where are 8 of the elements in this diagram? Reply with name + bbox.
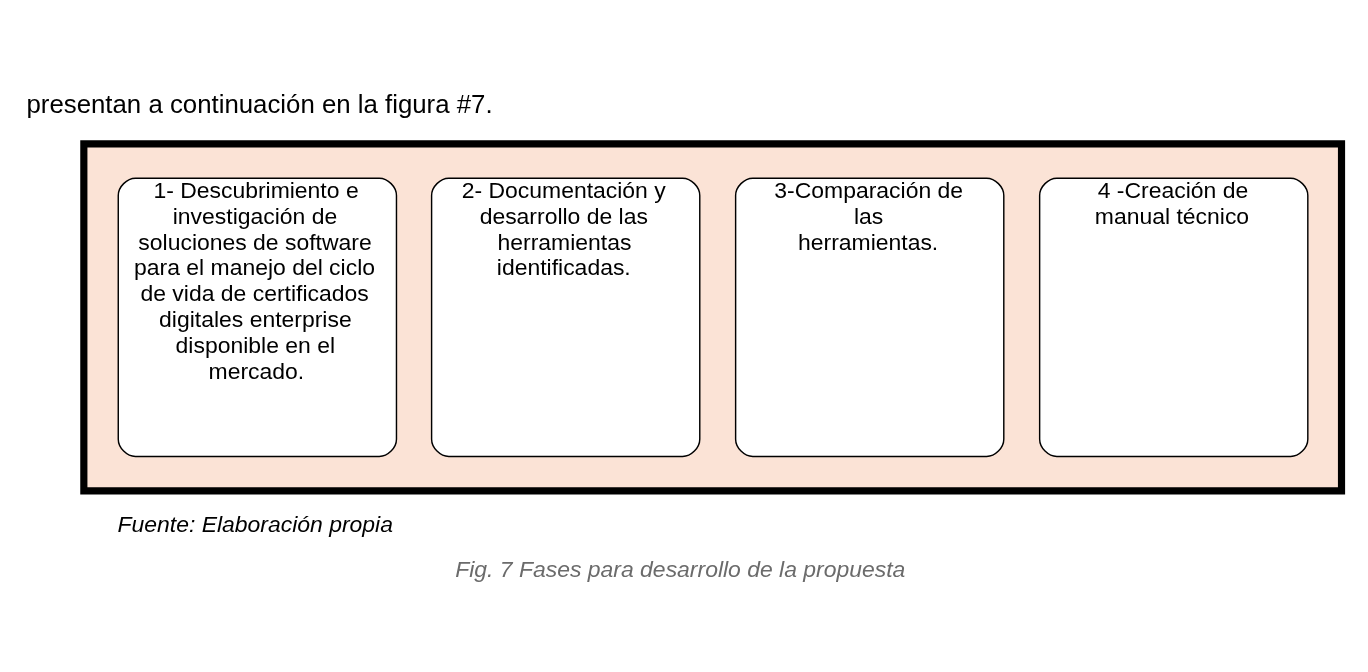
node-box: 4 -Creación de manual técnico xyxy=(1038,177,1309,458)
label: presentan a continuación en la figura #7. xyxy=(26,89,493,118)
cluster xyxy=(80,140,1346,495)
label: Fuente: Elaboración propia xyxy=(117,511,393,538)
node-box: 3-Comparación de las herramientas. xyxy=(734,177,1005,458)
node-box: 2- Documentación y desarrollo de las herramientas identificadas. xyxy=(430,177,701,458)
caption: Fig. 7 Fases para desarrollo de la propuesta xyxy=(455,555,906,582)
node-box: 1- Descubrimiento e investigación de soluciones de software para el manejo del ciclo de vida de certificados digitales enterprise disponible en el mercado. xyxy=(117,177,398,458)
